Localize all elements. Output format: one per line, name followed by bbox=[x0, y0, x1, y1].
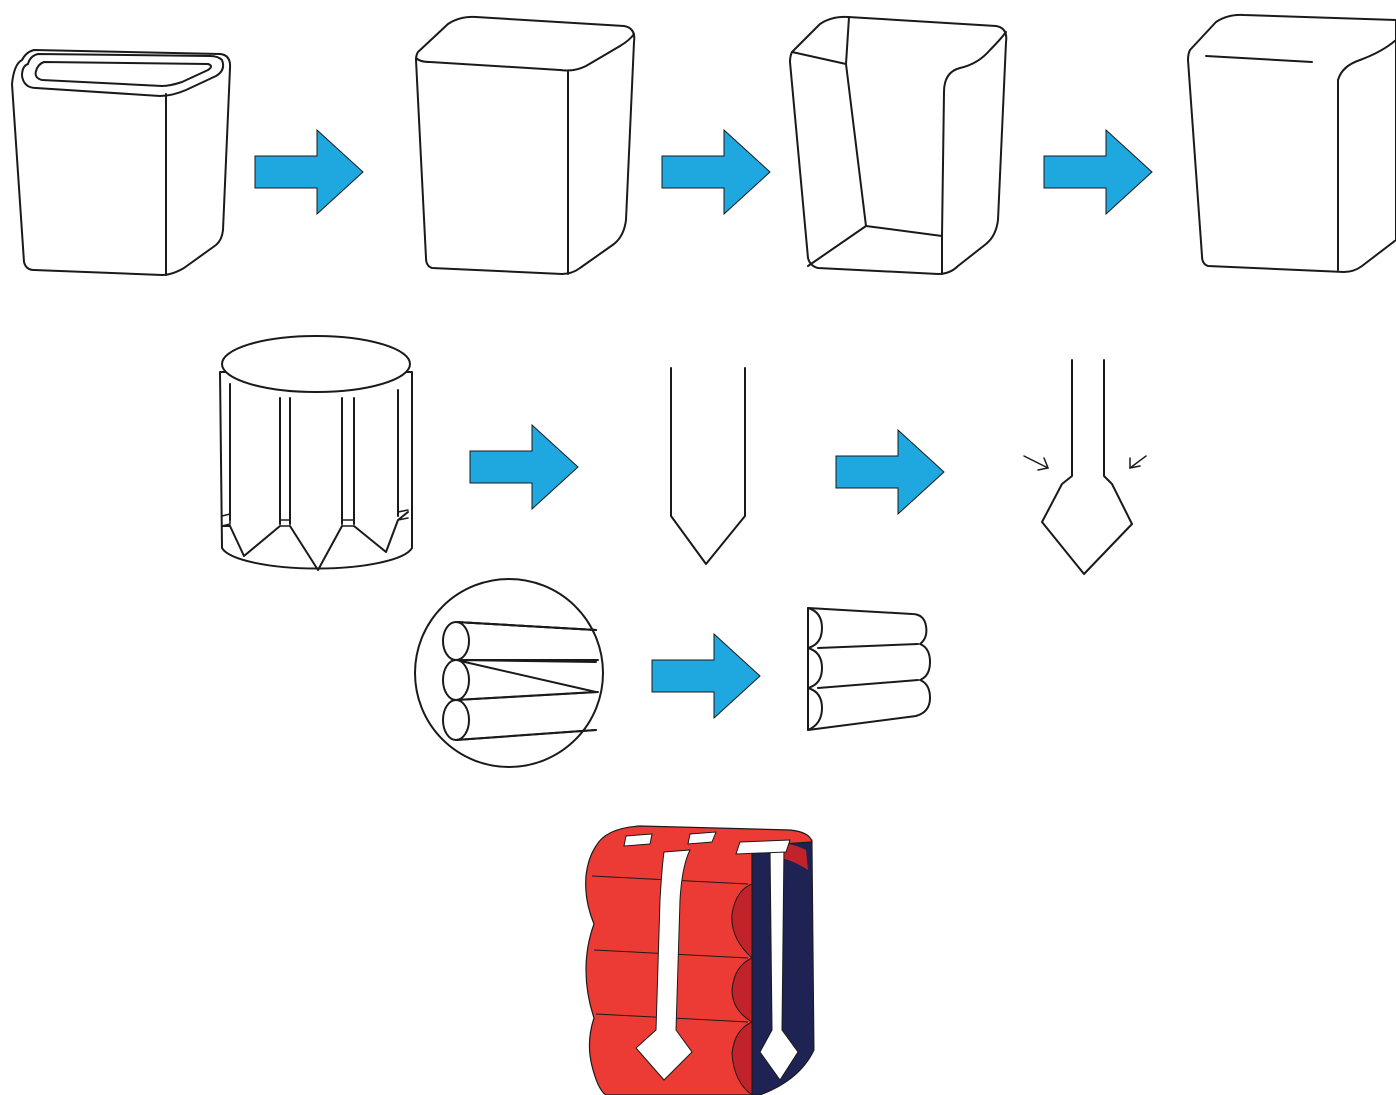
right-arrow bbox=[255, 130, 363, 214]
box-open-front bbox=[790, 17, 1006, 274]
cylinder-with-pointed-sleeves bbox=[220, 336, 412, 570]
rounded-box-with-rim bbox=[12, 50, 230, 275]
sleeve-with-diamond-tip bbox=[1024, 360, 1146, 574]
inward-arrow-right-icon bbox=[1130, 456, 1146, 468]
inward-arrow-left-icon bbox=[1024, 456, 1048, 470]
right-arrow bbox=[836, 430, 944, 514]
final-packaged-product bbox=[586, 826, 814, 1095]
right-arrow bbox=[662, 130, 770, 214]
right-arrow bbox=[1044, 130, 1152, 214]
right-arrow bbox=[652, 634, 760, 718]
circle-magnified-rolls bbox=[415, 579, 603, 767]
rounded-box-plain bbox=[416, 17, 634, 274]
stacked-rolls bbox=[808, 608, 930, 730]
box-closed-with-top-line bbox=[1188, 0, 1396, 272]
right-arrow bbox=[470, 425, 578, 509]
single-pointed-sleeve bbox=[671, 368, 745, 564]
